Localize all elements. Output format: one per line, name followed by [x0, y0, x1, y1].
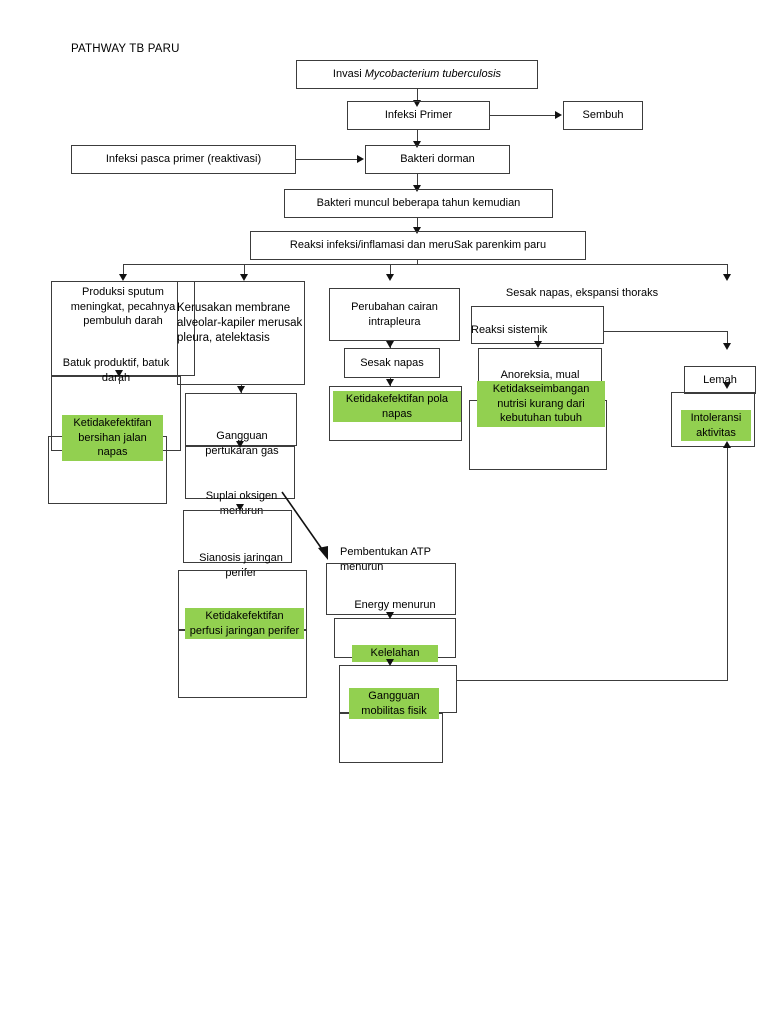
- arrow-sistemik-to-anoreksia: [534, 341, 542, 348]
- arrow-invasi-to-infeksi-primer: [413, 100, 421, 107]
- node-bakteri-muncul: Bakteri muncul beberapa tahun kemudian: [284, 189, 553, 218]
- node-kerusakan-membrane-box: [177, 281, 305, 385]
- node-sianosis-box: [183, 510, 292, 563]
- connector-sputum-to-batuk: [119, 376, 121, 384]
- connector-branch-2: [244, 264, 246, 277]
- node-ketidakefektifan-perfusi-box: [178, 570, 307, 630]
- arrow-kerusakan-to-gangguan: [237, 386, 245, 393]
- arrow-sesak-to-pola: [386, 379, 394, 386]
- node-gangguan-pertukaran-box: [185, 393, 297, 446]
- node-suplai-oksigen-box: [185, 446, 295, 499]
- node-invasi-mycobacterium: Invasi Mycobacterium tuberculosis: [296, 60, 538, 89]
- node-ketidakefektifan-pola-box: [329, 386, 462, 441]
- node-lemah-box: Lemah: [684, 366, 756, 394]
- arrow-muncul-to-reaksi: [413, 227, 421, 234]
- arrow-gangguan-to-suplai: [236, 441, 244, 448]
- arrow-perubahan-to-sesak: [386, 341, 394, 348]
- connector-branch-1: [123, 264, 125, 277]
- arrow-branch-perubahan-cairan: [386, 274, 394, 281]
- node-bakteri-dorman: Bakteri dorman: [365, 145, 510, 174]
- connector-sistemik-to-lemah-h: [604, 331, 728, 333]
- connector-dorman-to-muncul: [417, 174, 419, 188]
- node-intoleransi-box: [671, 392, 755, 447]
- connector-sistemik-to-lemah-v: [727, 331, 729, 346]
- node-sesak-ekspansi-label: Sesak napas, ekspansi thoraks: [505, 287, 659, 299]
- arrow-pasca-primer-to-dorman: [357, 155, 364, 163]
- connector-mobilitas-to-intoleransi-v: [727, 447, 729, 681]
- node-kelelahan-box: [339, 665, 457, 713]
- node-produksi-sputum-box: [51, 281, 195, 376]
- node-gangguan-mobilitas-box: [339, 713, 443, 763]
- node-infeksi-primer: Infeksi Primer: [347, 101, 490, 130]
- connector-branch-3: [390, 264, 392, 277]
- arrow-branch-produksi-sputum: [119, 274, 127, 281]
- arrow-sputum-to-batuk: [115, 370, 123, 377]
- connector-branch-4: [727, 264, 729, 277]
- connector-sistemik-to-anoreksia: [538, 335, 540, 345]
- arrow-infeksi-primer-to-bakteri-dorman: [413, 141, 421, 148]
- node-anoreksia-box: [478, 348, 602, 400]
- arrow-sistemik-to-lemah: [723, 343, 731, 350]
- arrow-atp-to-energy: [386, 612, 394, 619]
- arrow-suplai-to-atp-diagonal: [281, 491, 328, 560]
- arrow-infeksi-primer-to-sembuh: [555, 111, 562, 119]
- page-title: PATHWAY TB PARU: [71, 43, 180, 55]
- connector-invasi-to-infeksi-primer: [417, 89, 419, 104]
- node-invasi-text: Invasi Mycobacterium tuberculosis: [332, 68, 502, 81]
- node-ketidakefektifan-bersihan-box: [48, 436, 167, 504]
- node-ketidakefektifan-perfusi-box2: [178, 630, 307, 698]
- node-reaksi-infeksi: Reaksi infeksi/inflamasi dan meruSak par…: [250, 231, 586, 260]
- arrow-branch-sesak-ekspansi: [723, 274, 731, 281]
- connector-infeksi-primer-to-bakteri-dorman: [417, 130, 419, 145]
- arrow-suplai-to-sianosis: [236, 504, 244, 511]
- node-energy-menurun-box: [334, 618, 456, 658]
- connector-reaksi-trunk: [417, 260, 419, 265]
- node-sesak-napas-box: Sesak napas: [344, 348, 440, 378]
- arrow-branch-kerusakan-membrane: [240, 274, 248, 281]
- connector-muncul-to-reaksi: [417, 218, 419, 230]
- node-sembuh: Sembuh: [563, 101, 643, 130]
- connector-reaksi-fanout-bar: [123, 264, 728, 266]
- node-ketidakseimbangan-nutrisi-box: [469, 400, 607, 470]
- arrow-lemah-to-intoleransi: [723, 382, 731, 389]
- node-perubahan-cairan-box: Perubahan cairan intrapleura: [329, 288, 460, 341]
- arrow-mobilitas-to-intoleransi: [723, 441, 731, 448]
- arrow-energy-to-kelelahan: [386, 659, 394, 666]
- node-infeksi-pasca-primer: Infeksi pasca primer (reaktivasi): [71, 145, 296, 174]
- connector-infeksi-primer-to-sembuh: [490, 115, 556, 117]
- arrow-dorman-to-muncul: [413, 185, 421, 192]
- connector-mobilitas-to-intoleransi-h: [457, 680, 728, 682]
- node-pembentukan-atp-box: [326, 563, 456, 615]
- connector-pasca-primer-to-dorman: [296, 159, 358, 161]
